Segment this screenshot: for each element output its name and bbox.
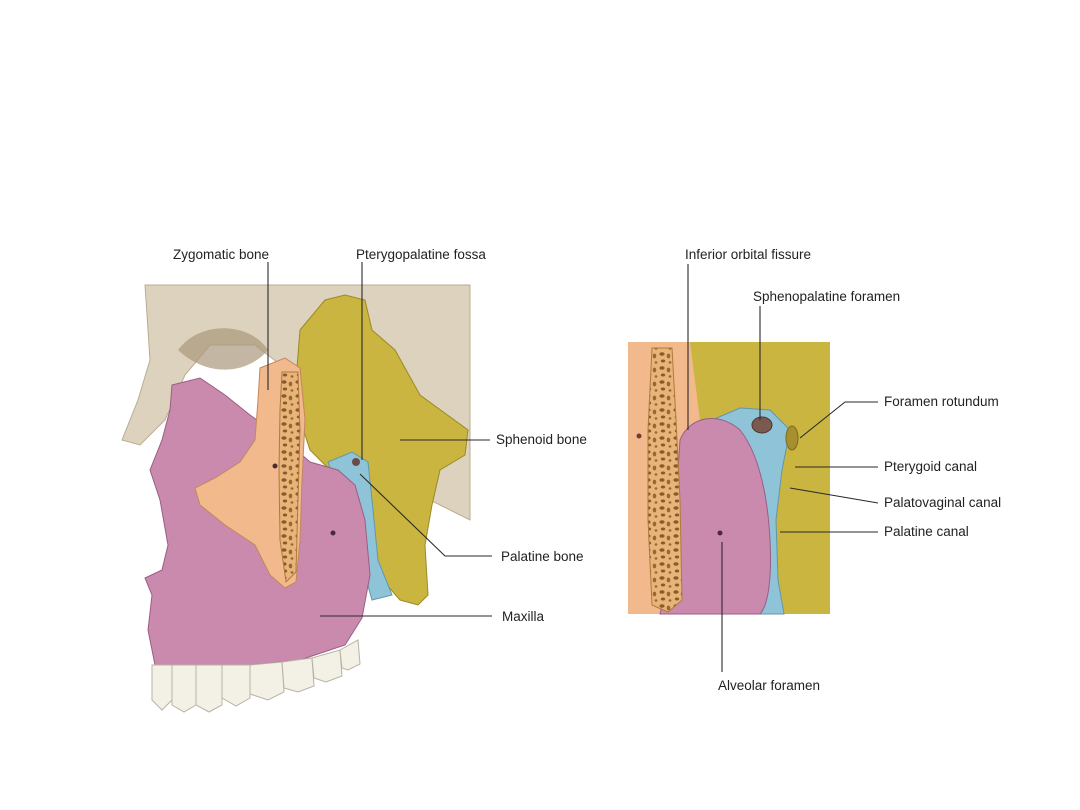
left-skull-illustration — [121, 284, 471, 713]
teeth — [151, 639, 361, 713]
label-foramen-rotundum: Foramen rotundum — [884, 394, 999, 409]
foramen-dot — [272, 463, 278, 469]
label-palatine-bone: Palatine bone — [501, 549, 584, 564]
foramen-dot — [352, 458, 360, 466]
label-sphenopalatine-foramen: Sphenopalatine foramen — [753, 289, 900, 304]
foramen-dot — [717, 530, 723, 536]
sphenoid-region — [295, 294, 469, 606]
inset-maxilla-region — [659, 418, 771, 615]
label-maxilla: Maxilla — [502, 609, 545, 624]
cancellous-bone-section — [278, 371, 301, 584]
label-alveolar-foramen: Alveolar foramen — [718, 678, 820, 693]
foramen-rotundum-shape — [785, 425, 799, 451]
label-palatine-canal: Palatine canal — [884, 524, 969, 539]
label-zygomatic-bone: Zygomatic bone — [173, 247, 269, 262]
left-leader-lines — [267, 262, 492, 617]
right-leader-lines — [687, 264, 879, 672]
label-inferior-orbital-fissure: Inferior orbital fissure — [685, 247, 811, 262]
right-inset-illustration — [628, 342, 830, 615]
label-pterygoid-canal: Pterygoid canal — [884, 459, 977, 474]
inset-cancellous-section — [647, 347, 683, 613]
orbit-region — [178, 328, 268, 370]
zygomatic-region — [194, 357, 306, 589]
label-palatovaginal-canal: Palatovaginal canal — [884, 495, 1001, 510]
foramen-dot — [330, 530, 336, 536]
label-pterygopalatine-fossa: Pterygopalatine fossa — [356, 247, 486, 262]
sphenopalatine-foramen-shape — [751, 416, 773, 434]
label-sphenoid-bone: Sphenoid bone — [496, 432, 587, 447]
foramen-dot — [636, 433, 642, 439]
